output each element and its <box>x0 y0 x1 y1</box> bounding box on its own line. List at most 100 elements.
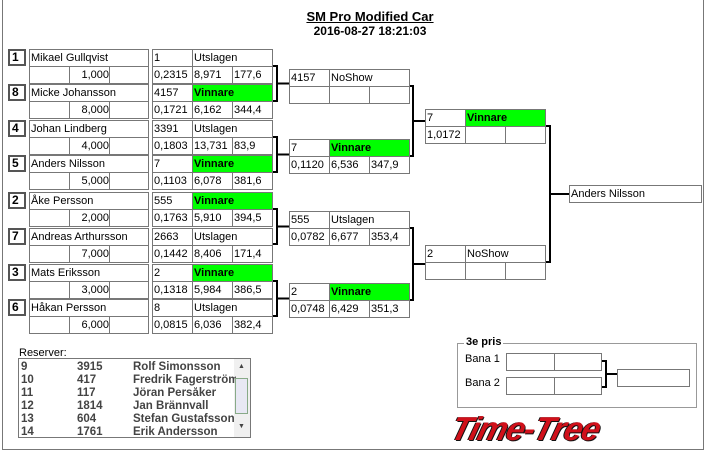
r2-entry-4-reaction-time[interactable]: 0,0748 <box>289 300 330 318</box>
r3-entry-1-number[interactable]: 7 <box>425 109 466 127</box>
r2-entry-1-reaction-time[interactable] <box>289 86 330 104</box>
r1-entry-7-name[interactable]: Mats Eriksson <box>29 264 149 282</box>
r1-entry-8-name[interactable]: Håkan Persson <box>29 299 149 317</box>
r2-entry-3-number[interactable]: 555 <box>289 211 330 229</box>
r1-entry-6-number[interactable]: 2663 <box>152 228 193 246</box>
r1-entry-3-status[interactable]: Utslagen <box>192 120 273 138</box>
r1-entry-5-blank-b[interactable] <box>109 209 149 227</box>
r1-entry-2-reaction-time[interactable]: 0,1721 <box>152 101 193 119</box>
r1-entry-6-speed[interactable]: 171,4 <box>232 245 273 263</box>
r1-entry-5-value[interactable]: 2,000 <box>69 209 110 227</box>
r3-entry-2-status[interactable]: NoShow <box>465 245 546 263</box>
r3-entry-1-status[interactable]: Vinnare <box>465 109 546 127</box>
r3-entry-1-elapsed-time[interactable] <box>465 126 506 144</box>
r1-entry-2-blank-a[interactable] <box>29 101 70 119</box>
final-winner[interactable]: Anders Nilsson <box>569 185 702 203</box>
r1-entry-7-number[interactable]: 2 <box>152 264 193 282</box>
r2-entry-1-status[interactable]: NoShow <box>329 69 410 87</box>
r2-entry-2-speed[interactable]: 347,9 <box>369 156 410 174</box>
r1-entry-7-value[interactable]: 3,000 <box>69 281 110 299</box>
r1-entry-2-status[interactable]: Vinnare <box>192 84 273 102</box>
r1-entry-7-blank-a[interactable] <box>29 281 70 299</box>
r1-entry-4-status[interactable]: Vinnare <box>192 155 273 173</box>
r3-entry-2-speed[interactable] <box>505 262 546 280</box>
r1-entry-8-speed[interactable]: 382,4 <box>232 316 273 334</box>
r1-entry-1-reaction-time[interactable]: 0,2315 <box>152 66 193 84</box>
r2-entry-2-reaction-time[interactable]: 0,1120 <box>289 156 330 174</box>
r1-entry-2-name[interactable]: Micke Johansson <box>29 84 149 102</box>
r2-entry-4-number[interactable]: 2 <box>289 283 330 301</box>
r2-entry-2-status[interactable]: Vinnare <box>329 139 410 157</box>
r1-entry-4-value[interactable]: 5,000 <box>69 172 110 190</box>
r1-entry-1-number[interactable]: 1 <box>152 49 193 67</box>
r1-entry-6-status[interactable]: Utslagen <box>192 228 273 246</box>
r1-entry-6-blank-a[interactable] <box>29 245 70 263</box>
r3-entry-1-speed[interactable] <box>505 126 546 144</box>
r1-entry-2-blank-b[interactable] <box>109 101 149 119</box>
r1-entry-4-speed[interactable]: 381,6 <box>232 172 273 190</box>
r2-entry-4-speed[interactable]: 351,3 <box>369 300 410 318</box>
r2-entry-3-reaction-time[interactable]: 0,0782 <box>289 228 330 246</box>
r1-entry-7-elapsed-time[interactable]: 5,984 <box>192 281 233 299</box>
r2-entry-1-elapsed-time[interactable] <box>329 86 370 104</box>
r1-entry-1-status[interactable]: Utslagen <box>192 49 273 67</box>
r3-entry-2-elapsed-time[interactable] <box>465 262 506 280</box>
scroll-down-icon[interactable]: ▼ <box>238 423 245 430</box>
r1-entry-2-value[interactable]: 8,000 <box>69 101 110 119</box>
r1-entry-4-blank-b[interactable] <box>109 172 149 190</box>
r1-entry-8-value[interactable]: 6,000 <box>69 316 110 334</box>
r1-entry-3-blank-b[interactable] <box>109 137 149 155</box>
r1-entry-1-blank-a[interactable] <box>29 66 70 84</box>
scrollbar-thumb[interactable] <box>235 378 248 414</box>
r3-entry-1-reaction-time[interactable]: 1,0172 <box>425 126 466 144</box>
r1-entry-7-status[interactable]: Vinnare <box>192 264 273 282</box>
r1-entry-4-elapsed-time[interactable]: 6,078 <box>192 172 233 190</box>
r1-entry-7-reaction-time[interactable]: 0,1318 <box>152 281 193 299</box>
r2-entry-2-number[interactable]: 7 <box>289 139 330 157</box>
r2-entry-3-speed[interactable]: 353,4 <box>369 228 410 246</box>
r1-entry-6-elapsed-time[interactable]: 8,406 <box>192 245 233 263</box>
r1-entry-5-name[interactable]: Åke Persson <box>29 192 149 210</box>
r1-entry-2-speed[interactable]: 344,4 <box>232 101 273 119</box>
r1-entry-3-blank-a[interactable] <box>29 137 70 155</box>
r1-entry-2-number[interactable]: 4157 <box>152 84 193 102</box>
r1-entry-8-blank-b[interactable] <box>109 316 149 334</box>
r1-entry-3-value[interactable]: 4,000 <box>69 137 110 155</box>
r1-entry-8-status[interactable]: Utslagen <box>192 299 273 317</box>
r1-entry-5-number[interactable]: 555 <box>152 192 193 210</box>
r1-entry-6-reaction-time[interactable]: 0,1442 <box>152 245 193 263</box>
r1-entry-3-reaction-time[interactable]: 0,1803 <box>152 137 193 155</box>
r1-entry-4-name[interactable]: Anders Nilsson <box>29 155 149 173</box>
r2-entry-3-status[interactable]: Utslagen <box>329 211 410 229</box>
r1-entry-5-elapsed-time[interactable]: 5,910 <box>192 209 233 227</box>
r1-entry-4-reaction-time[interactable]: 0,1103 <box>152 172 193 190</box>
r1-entry-5-speed[interactable]: 394,5 <box>232 209 273 227</box>
r1-entry-5-reaction-time[interactable]: 0,1763 <box>152 209 193 227</box>
r1-entry-1-value[interactable]: 1,000 <box>69 66 110 84</box>
third-place-winner[interactable] <box>617 369 690 387</box>
r1-entry-2-elapsed-time[interactable]: 6,162 <box>192 101 233 119</box>
r2-entry-2-elapsed-time[interactable]: 6,536 <box>329 156 370 174</box>
lane2-cell-b[interactable] <box>554 377 602 395</box>
r1-entry-1-elapsed-time[interactable]: 8,971 <box>192 66 233 84</box>
r1-entry-6-blank-b[interactable] <box>109 245 149 263</box>
lane2-cell-a[interactable] <box>506 377 555 395</box>
r1-entry-8-blank-a[interactable] <box>29 316 70 334</box>
r1-entry-8-reaction-time[interactable]: 0,0815 <box>152 316 193 334</box>
lane1-cell-a[interactable] <box>506 353 555 371</box>
r2-entry-1-number[interactable]: 4157 <box>289 69 330 87</box>
r3-entry-2-reaction-time[interactable] <box>425 262 466 280</box>
scroll-up-icon[interactable]: ▲ <box>238 363 245 370</box>
r1-entry-1-speed[interactable]: 177,6 <box>232 66 273 84</box>
r1-entry-3-elapsed-time[interactable]: 13,731 <box>192 137 233 155</box>
r1-entry-1-name[interactable]: Mikael Gullqvist <box>29 49 149 67</box>
r3-entry-2-number[interactable]: 2 <box>425 245 466 263</box>
r1-entry-8-elapsed-time[interactable]: 6,036 <box>192 316 233 334</box>
r1-entry-4-number[interactable]: 7 <box>152 155 193 173</box>
